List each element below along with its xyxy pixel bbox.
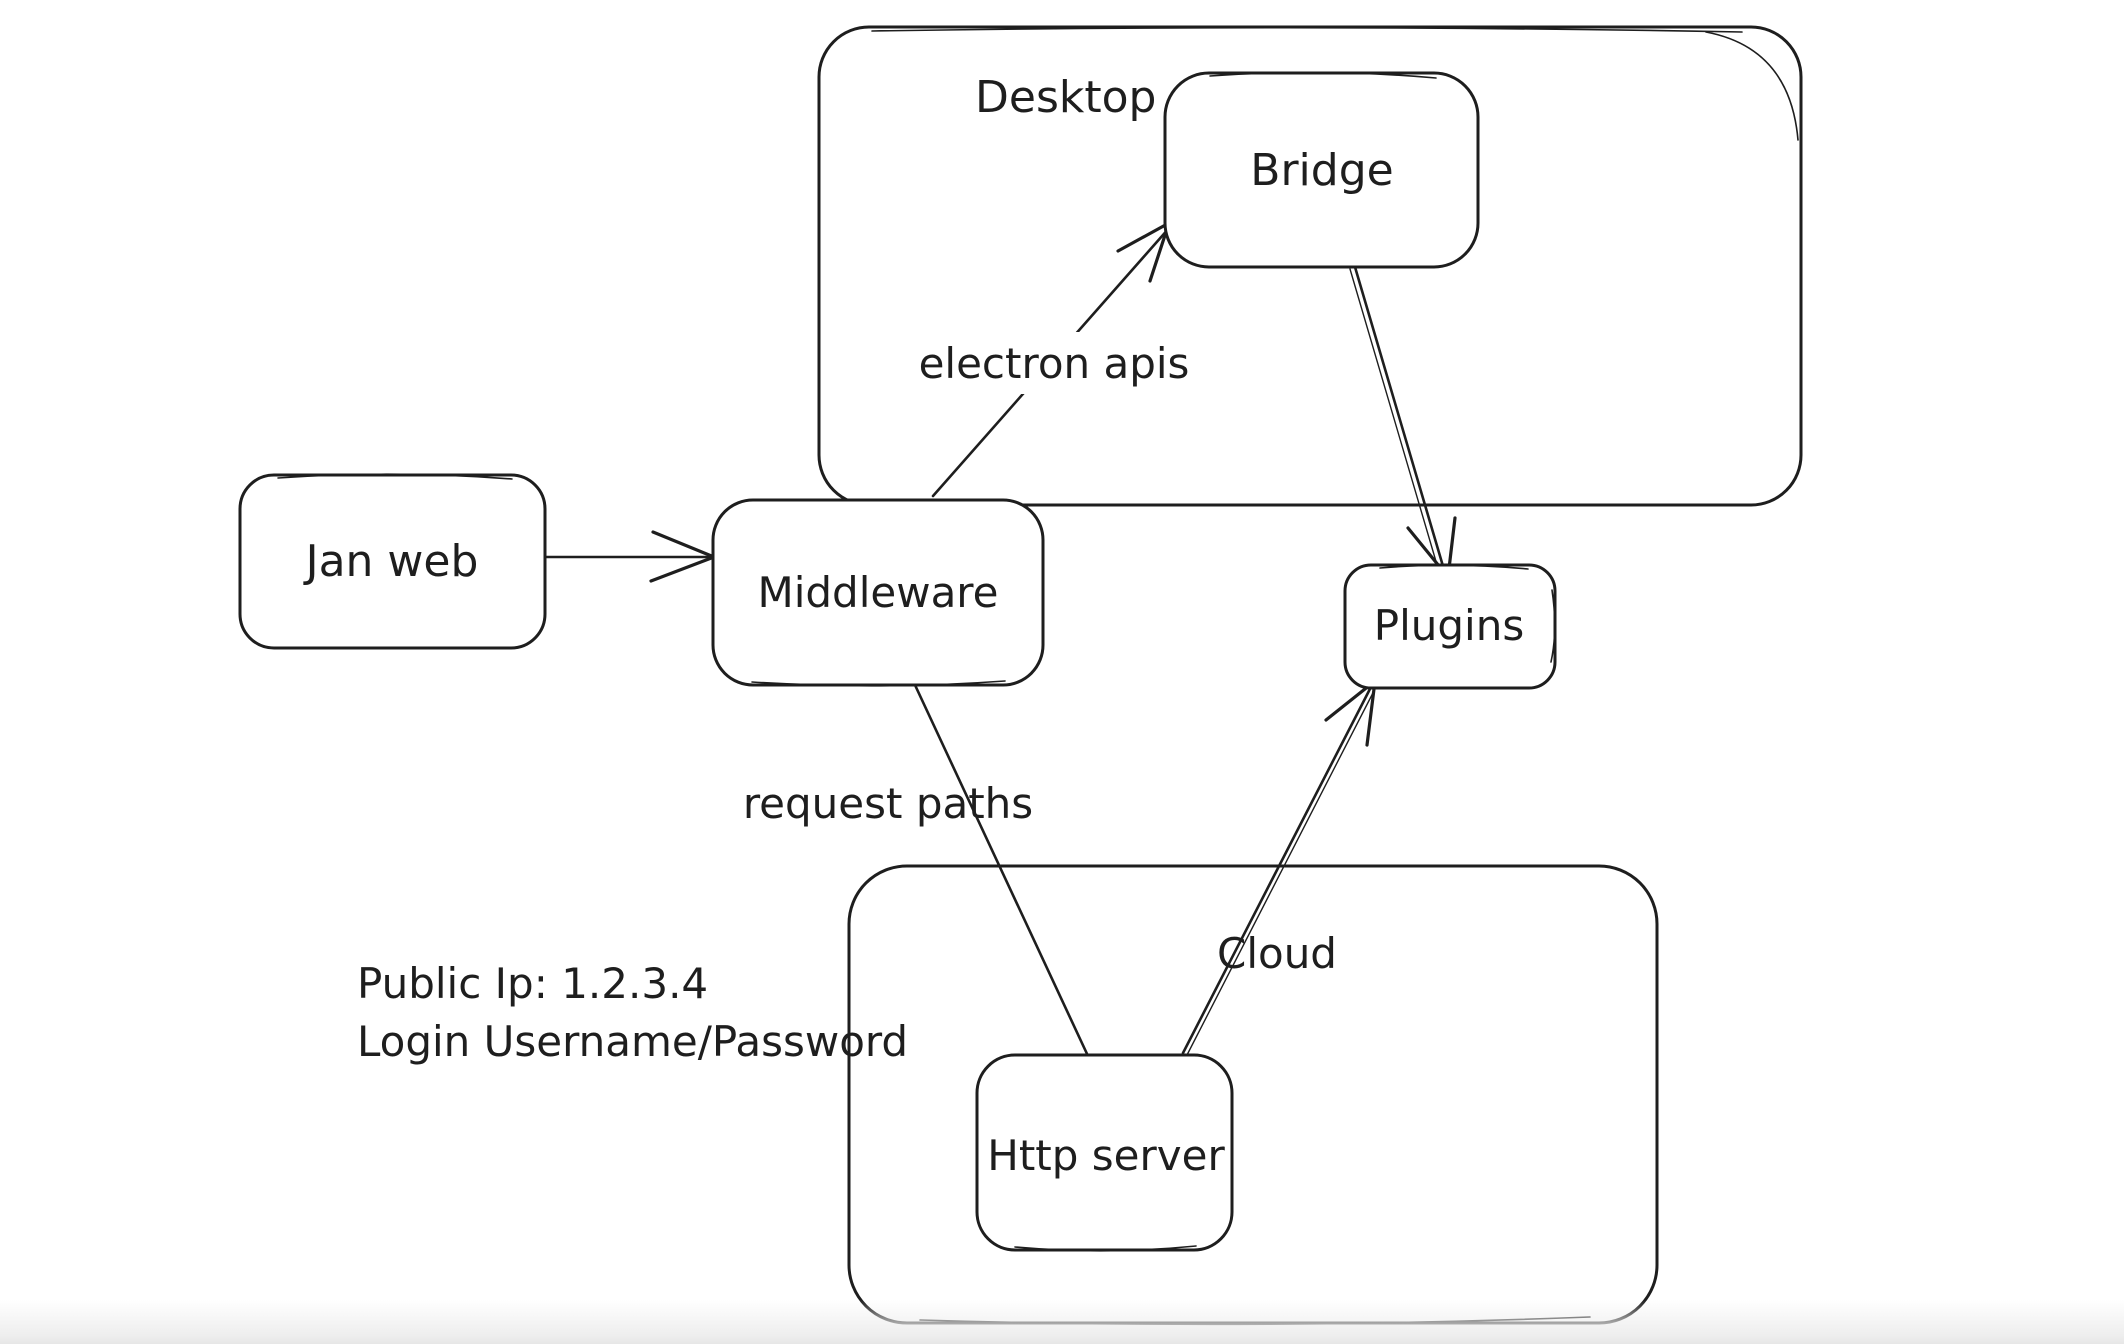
- edge-middleware-bridge-arrowhead: [1116, 221, 1171, 283]
- edge-httpserver-plugins-line-sketch: [1186, 686, 1377, 1056]
- plugins-label[interactable]: Plugins: [1374, 601, 1524, 650]
- node-bridge[interactable]: Bridge: [1163, 71, 1480, 269]
- bridge-sketch-accent: [1209, 71, 1437, 79]
- middleware-label[interactable]: Middleware: [757, 568, 998, 617]
- node-middleware[interactable]: Middleware: [711, 498, 1045, 687]
- edge-httpserver-to-plugins[interactable]: [1181, 679, 1377, 1056]
- edge-janweb-to-middleware[interactable]: [543, 530, 716, 583]
- desktop-container-sketch-accent-corner: [1705, 31, 1799, 141]
- edge-middleware-httpserver-line[interactable]: [913, 683, 1090, 1058]
- container-desktop[interactable]: Desktop: [817, 25, 1803, 507]
- http-server-label[interactable]: Http server: [987, 1131, 1225, 1180]
- jan-web-label[interactable]: Jan web: [303, 536, 479, 587]
- http-server-sketch-accent: [1014, 1245, 1197, 1252]
- plugins-sketch-accent-right: [1550, 589, 1556, 663]
- node-http-server[interactable]: Http server: [975, 1053, 1234, 1252]
- edge-middleware-to-httpserver[interactable]: request paths: [743, 683, 1090, 1058]
- node-jan-web[interactable]: Jan web: [238, 473, 547, 650]
- container-cloud[interactable]: Cloud: [847, 864, 1659, 1326]
- request-paths-edge-label[interactable]: request paths: [743, 779, 1033, 828]
- edge-bridge-to-plugins[interactable]: [1349, 265, 1457, 579]
- canvas-bottom-fade: [0, 1300, 2124, 1344]
- login-credentials-text[interactable]: Login Username/Password: [357, 1017, 908, 1066]
- edge-bridge-plugins-line[interactable]: [1353, 265, 1447, 575]
- node-plugins[interactable]: Plugins: [1343, 563, 1557, 690]
- desktop-container-sketch-accent-top: [871, 26, 1743, 33]
- electron-apis-edge-label[interactable]: electron apis: [919, 339, 1190, 388]
- bridge-label[interactable]: Bridge: [1250, 145, 1393, 196]
- credentials-note[interactable]: Public Ip: 1.2.3.4 Login Username/Passwo…: [357, 959, 908, 1066]
- middleware-sketch-accent: [751, 680, 1006, 687]
- desktop-container-label[interactable]: Desktop: [975, 72, 1156, 123]
- electron-apis-label-mask: [918, 332, 1186, 394]
- edge-middleware-to-bridge[interactable]: electron apis: [918, 221, 1190, 498]
- cloud-container-label[interactable]: Cloud: [1217, 929, 1337, 978]
- plugins-sketch-accent-top: [1379, 564, 1529, 570]
- edge-bridge-plugins-line-sketch: [1349, 268, 1441, 576]
- edge-httpserver-plugins-line[interactable]: [1181, 683, 1374, 1055]
- jan-web-sketch-accent: [277, 473, 513, 480]
- public-ip-text[interactable]: Public Ip: 1.2.3.4: [357, 959, 708, 1008]
